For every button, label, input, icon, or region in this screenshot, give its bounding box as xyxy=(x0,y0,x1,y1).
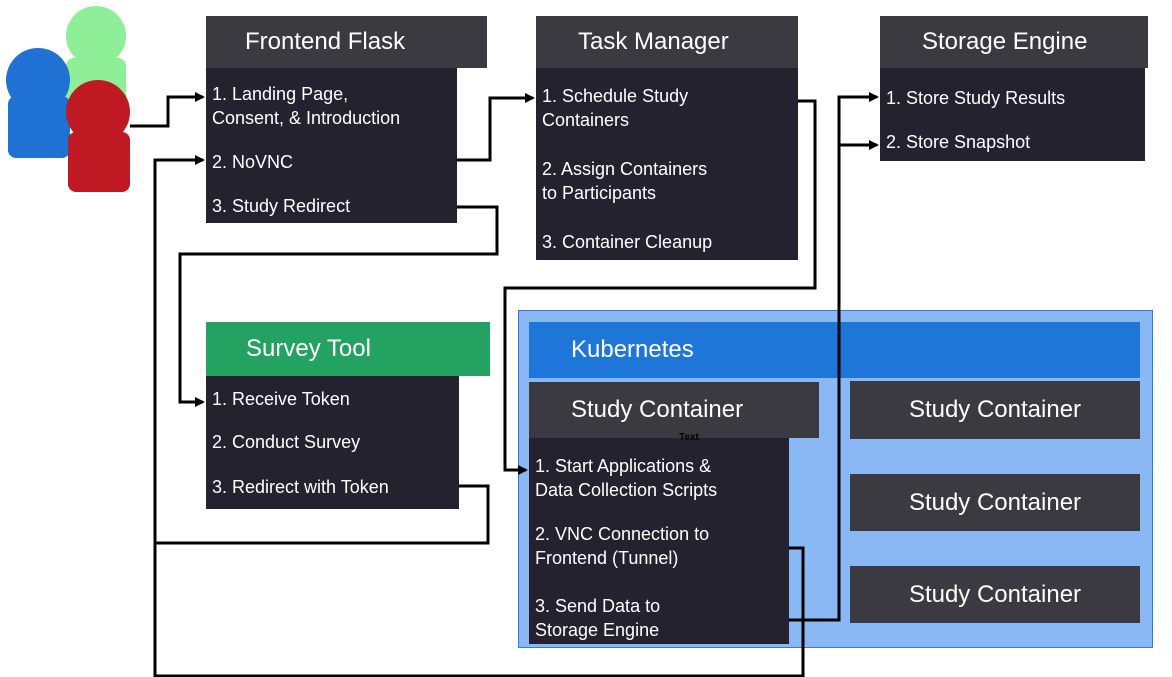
survey-item-conduct: 2. Conduct Survey xyxy=(212,432,361,452)
user-blue-icon xyxy=(6,48,70,158)
study-container-4-title: Study Container xyxy=(908,580,1082,608)
study-container-main-header: Study Container xyxy=(529,382,819,438)
task-manager-body: 1. Schedule Study Containers 2. Assign C… xyxy=(536,68,798,260)
study-container-2: Study Container xyxy=(850,381,1140,439)
frontend-item-redirect: 3. Study Redirect xyxy=(212,196,351,216)
frontend-item-novnc: 2. NoVNC xyxy=(212,152,294,172)
survey-tool-body: 1. Receive Token 2. Conduct Survey 3. Re… xyxy=(206,376,459,509)
arrow-vnc-tunnel-loop xyxy=(153,543,805,677)
study-container-main-body: 1. Start Applications & Data Collection … xyxy=(529,438,789,644)
survey-tool-header: Survey Tool xyxy=(206,322,490,376)
arrow-redirect-to-survey xyxy=(178,205,499,407)
storage-engine-body: 1. Store Study Results 2. Store Snapshot xyxy=(880,68,1145,161)
container-item-send: 3. Send Data to Storage Engine xyxy=(535,596,661,640)
study-container-3: Study Container xyxy=(850,474,1140,531)
arrow-frontend-to-task-manager xyxy=(457,93,535,162)
task-manager-title: Task Manager xyxy=(578,28,729,55)
storage-item-results: 1. Store Study Results xyxy=(886,88,1066,108)
kubernetes-title: Kubernetes xyxy=(571,336,694,363)
users-group-icon xyxy=(6,6,130,192)
study-container-2-title: Study Container xyxy=(908,396,1082,423)
frontend-item-landing: 1. Landing Page, Consent, & Introduction xyxy=(212,84,401,128)
container-item-start: 1. Start Applications & Data Collection … xyxy=(535,456,718,500)
survey-item-receive: 1. Receive Token xyxy=(212,389,350,409)
storage-engine-header: Storage Engine xyxy=(880,16,1148,68)
arrow-task-manager-to-container xyxy=(503,99,817,475)
frontend-flask-title: Frontend Flask xyxy=(245,28,406,55)
study-container-3-title: Study Container xyxy=(908,488,1082,516)
storage-engine-title: Storage Engine xyxy=(922,28,1088,55)
container-item-vnc: 2. VNC Connection to Frontend (Tunnel) xyxy=(535,524,710,568)
frontend-flask-header: Frontend Flask xyxy=(206,16,487,68)
survey-item-redirect: 3. Redirect with Token xyxy=(212,477,389,497)
study-container-4: Study Container xyxy=(850,566,1140,623)
task-item-cleanup: 3. Container Cleanup xyxy=(542,232,713,252)
user-red-icon xyxy=(66,80,130,192)
frontend-flask-body: 1. Landing Page, Consent, & Introduction… xyxy=(206,68,457,223)
storage-item-snapshot: 2. Store Snapshot xyxy=(886,132,1031,152)
arrow-container-to-storage xyxy=(789,92,879,622)
task-manager-header: Task Manager xyxy=(536,16,798,68)
arrow-users-to-frontend xyxy=(130,92,205,128)
text-note-label: Text xyxy=(679,432,699,443)
task-item-assign: 2. Assign Containers to Participants xyxy=(542,159,708,203)
arrow-survey-to-frontend xyxy=(153,155,490,545)
survey-tool-title: Survey Tool xyxy=(246,335,371,362)
kubernetes-header: Kubernetes xyxy=(529,322,1140,378)
task-item-schedule: 1. Schedule Study Containers xyxy=(542,86,689,130)
study-container-main-title: Study Container xyxy=(571,396,744,423)
